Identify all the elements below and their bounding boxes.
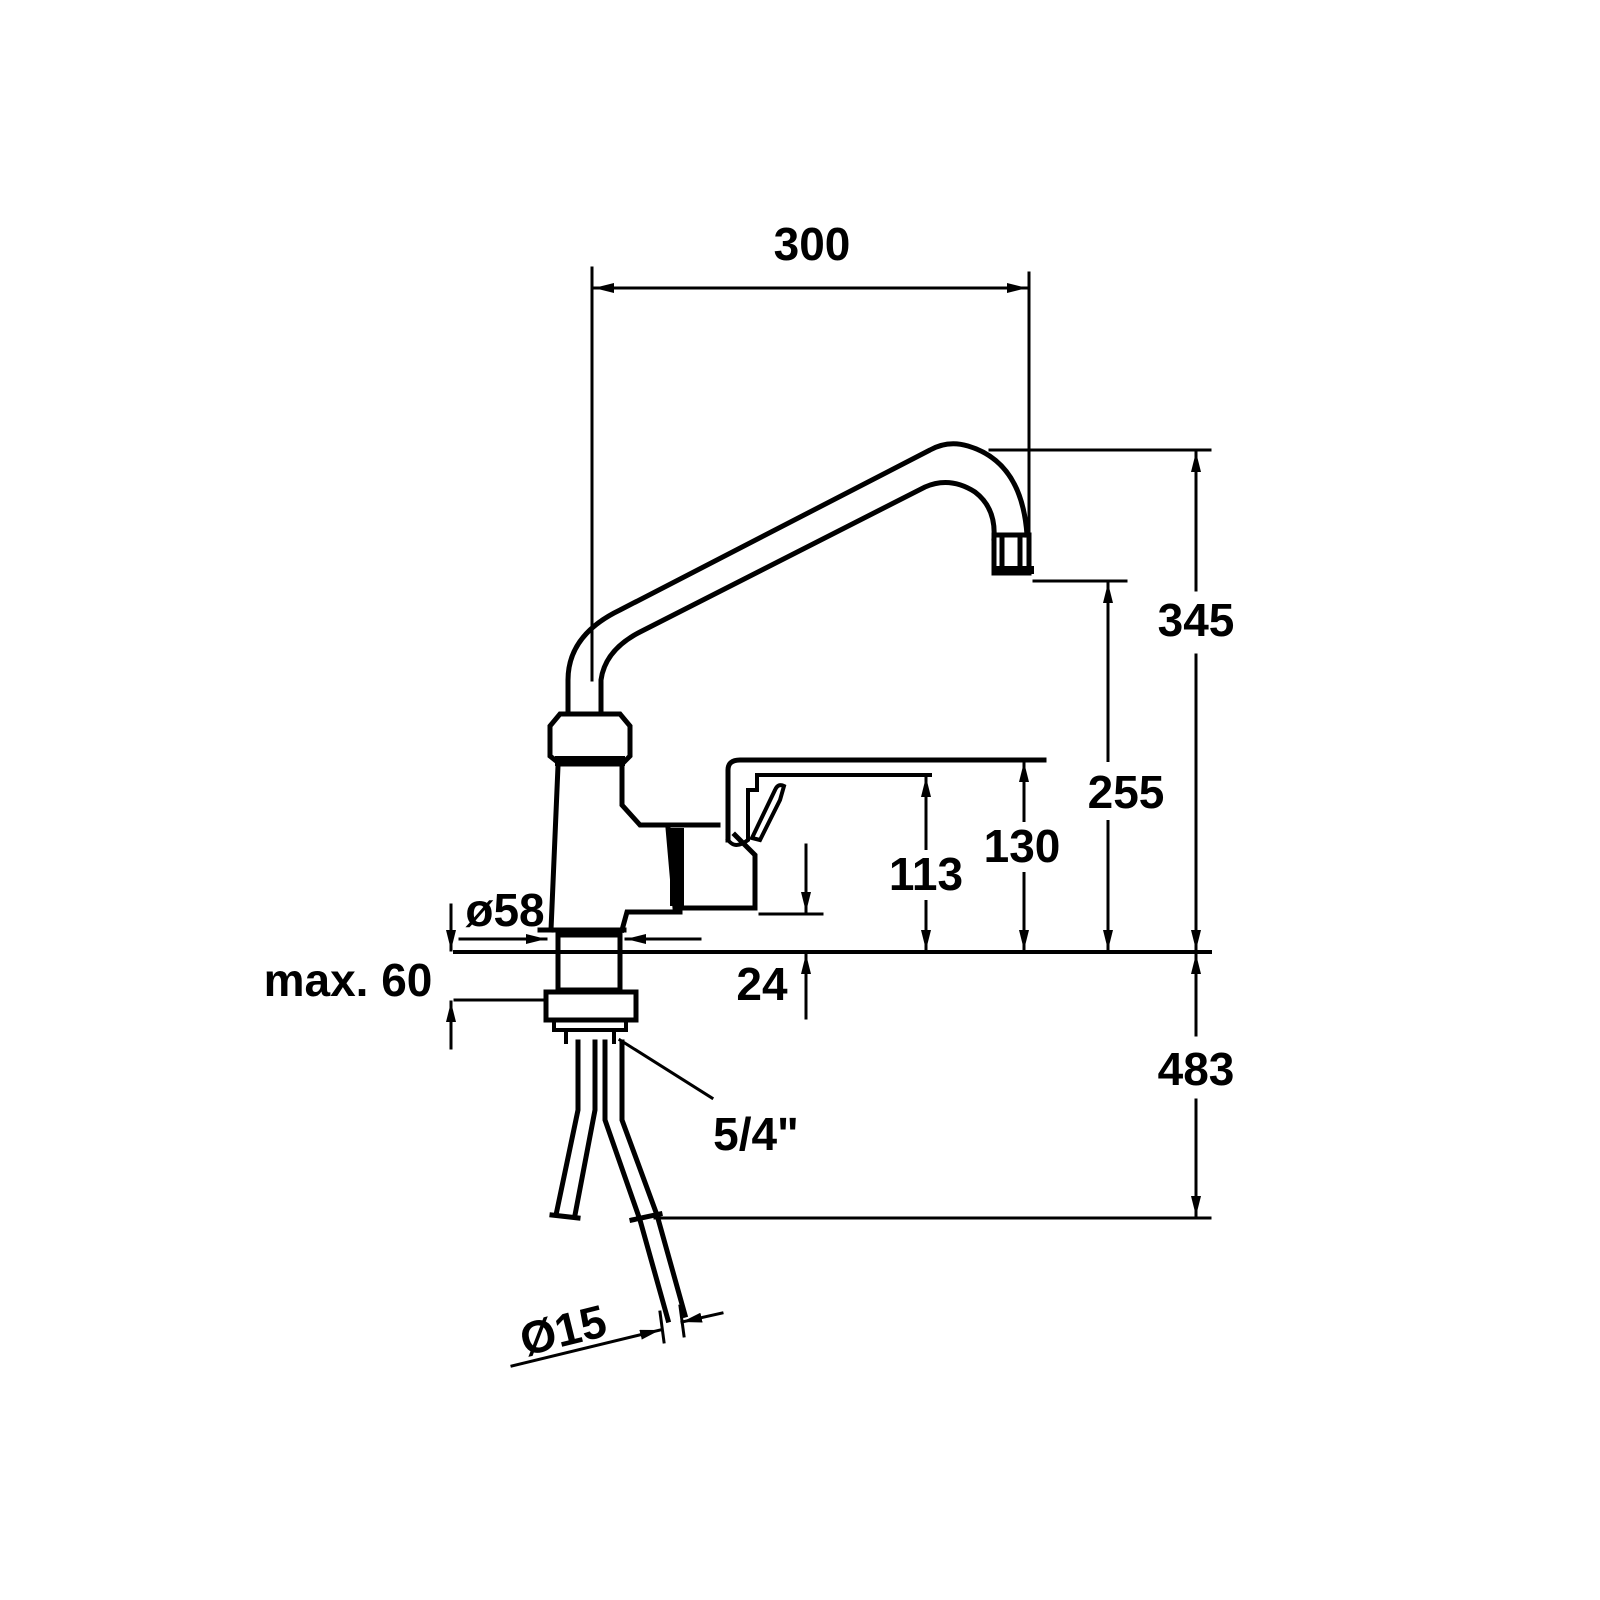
label-max-deck-thickness: max. 60: [264, 954, 433, 1006]
dimension-hose-diameter: Ø15: [510, 1294, 724, 1368]
label-base-diameter: ø58: [465, 884, 544, 936]
label-hose-diameter: Ø15: [515, 1294, 612, 1365]
leader-thread: 5/4": [617, 1037, 799, 1160]
dimension-spout-height: 255: [1032, 579, 1165, 952]
dimension-base-diameter: ø58: [458, 884, 702, 944]
dimension-max-deck-thickness: max. 60: [264, 903, 456, 1050]
dimension-hose-length: 483: [653, 952, 1235, 1220]
mounting-nut: [543, 989, 639, 1023]
label-spout-reach: 300: [774, 218, 851, 270]
dimension-base-height: 24: [736, 843, 824, 1020]
hose-right: [602, 1039, 689, 1324]
faucet-outline: [537, 441, 1047, 1324]
label-lever-pivot-height: 113: [889, 848, 963, 900]
label-spout-height: 255: [1088, 766, 1165, 818]
label-thread: 5/4": [713, 1108, 799, 1160]
dimension-spout-reach: 300: [590, 218, 1031, 682]
label-total-height: 345: [1158, 594, 1235, 646]
shank: [555, 932, 623, 993]
spout-outer-line: [565, 441, 1030, 715]
label-lever-height: 130: [984, 820, 1061, 872]
dimension-lever-height: 130: [983, 760, 1065, 952]
lever-handle: [725, 757, 1047, 843]
dimension-total-height: 345: [988, 448, 1235, 952]
hose-left: [553, 1039, 598, 1218]
label-hose-length: 483: [1158, 1043, 1235, 1095]
dimension-lever-pivot-height: 113: [885, 775, 967, 952]
label-base-height: 24: [736, 958, 788, 1010]
faucet-body: [548, 763, 721, 934]
spout-inner-line: [598, 480, 997, 715]
